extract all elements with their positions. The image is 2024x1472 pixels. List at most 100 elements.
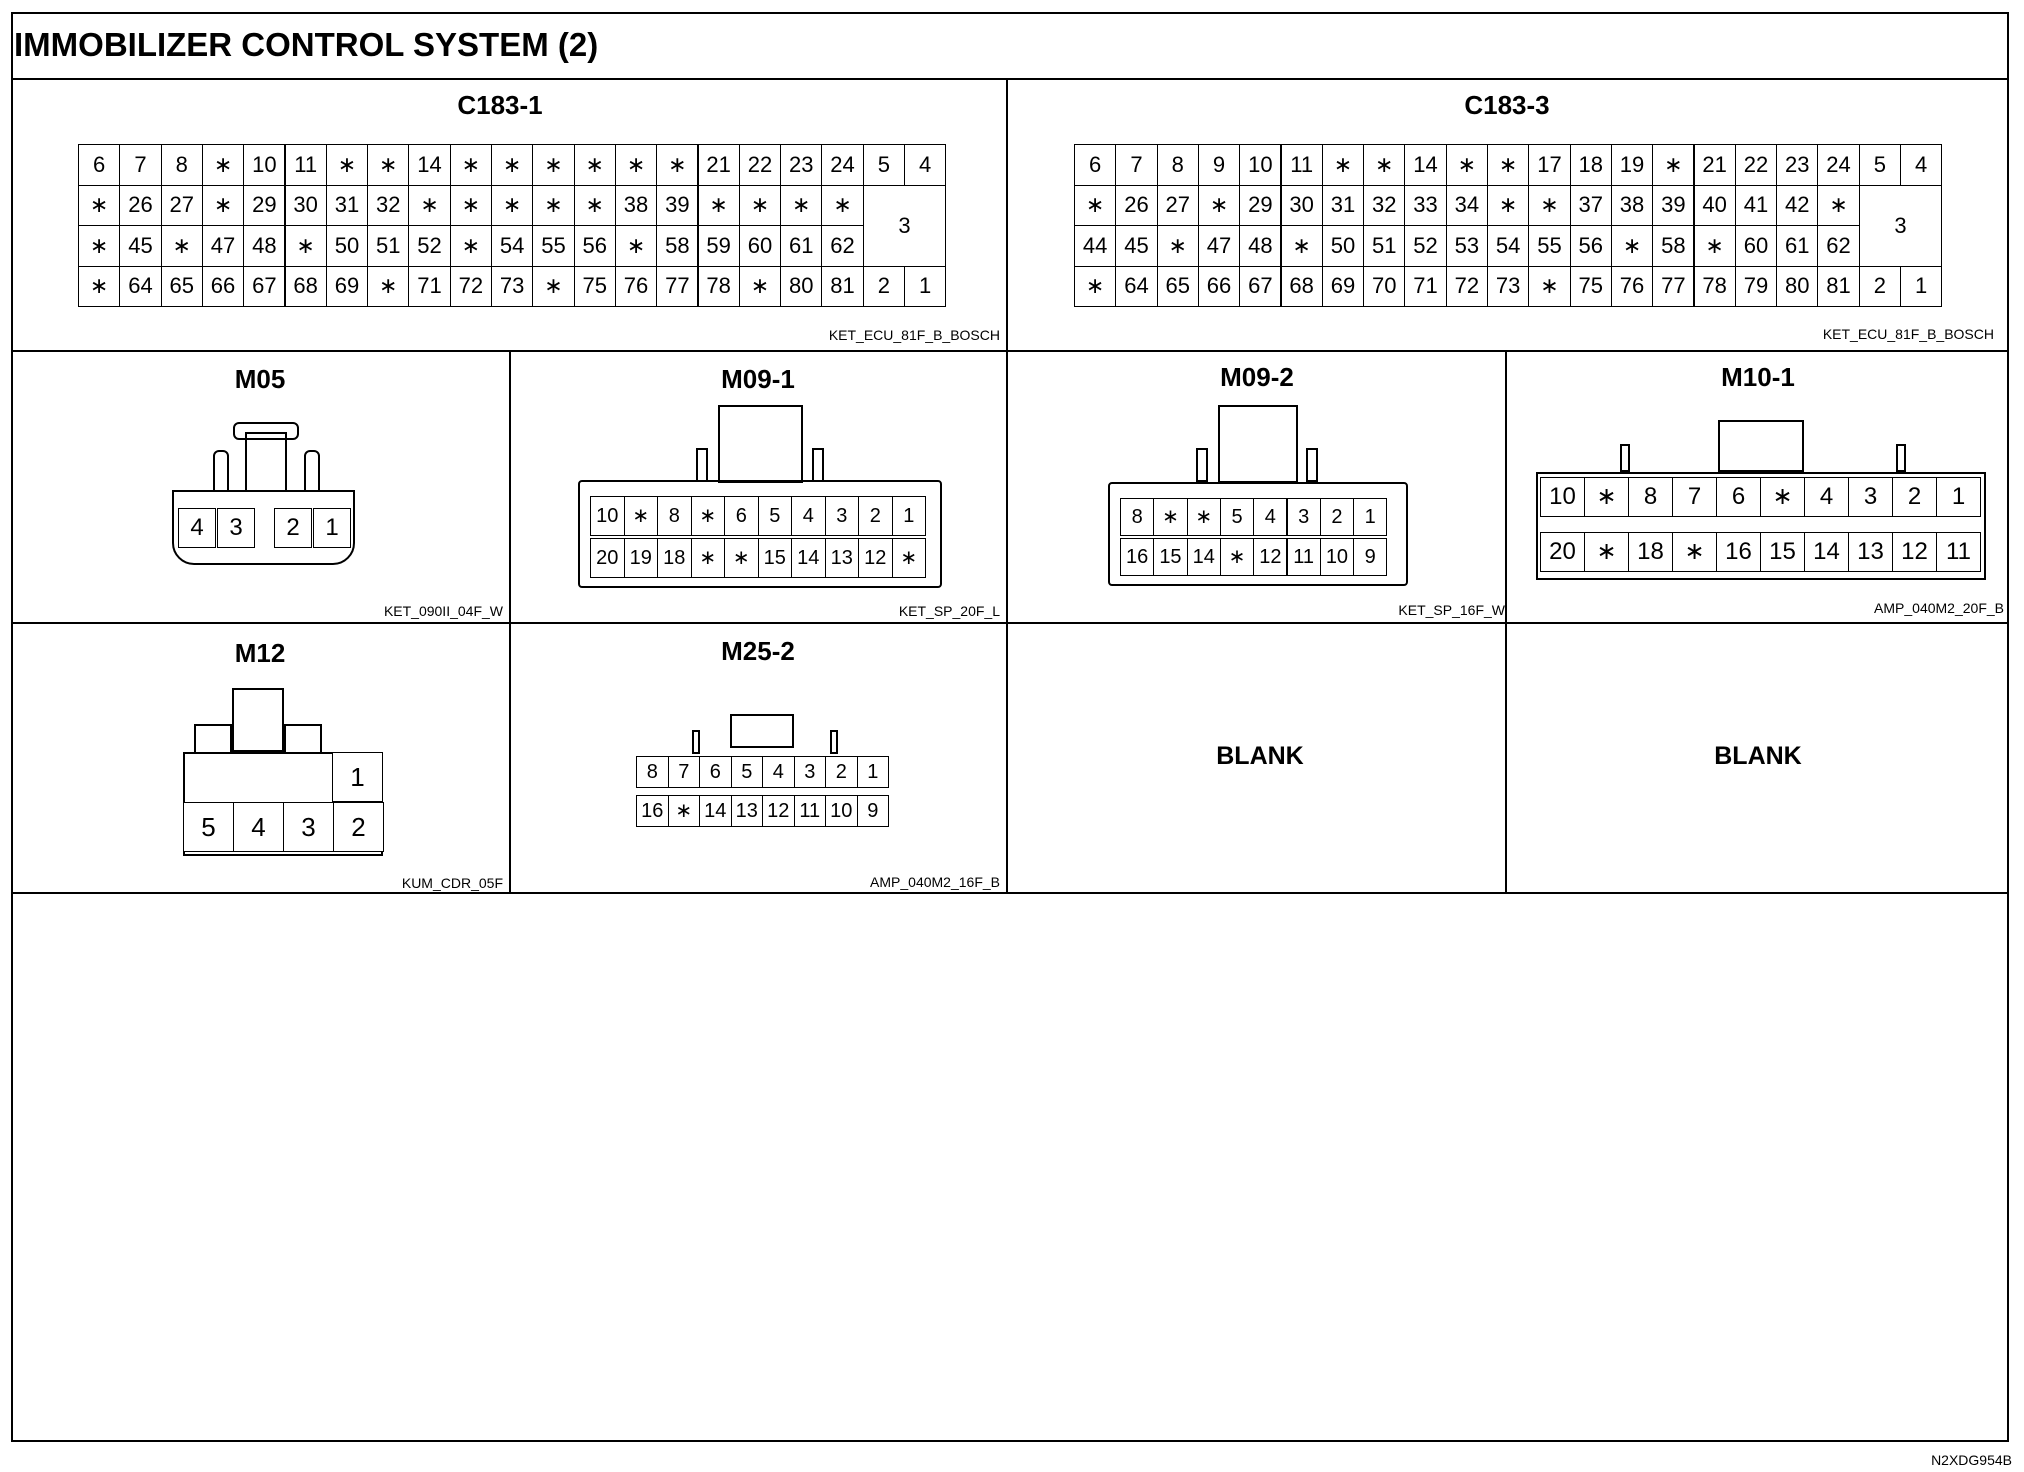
m10-1-pin-r0-c3: 7 <box>1672 477 1717 517</box>
m25-2-header: M25-2 <box>721 636 795 666</box>
m09-2-pin-r0-c7: 1 <box>1353 498 1388 536</box>
c183-3-pin-r1-c5: 30 <box>1280 184 1323 226</box>
c183-3-pin-r1-c10: ∗ <box>1487 184 1530 226</box>
m09-2-pin-r1-c0: 16 <box>1120 538 1155 576</box>
c183-3-pin-rb-c3: 3 <box>1858 184 1943 267</box>
c183-3-pin-r2-c5: ∗ <box>1280 225 1323 267</box>
c183-3-pin-r3-c16: 79 <box>1734 265 1778 307</box>
c183-1-pin-r3-c4: 67 <box>243 265 286 307</box>
m09-1-pin-r1-c1: 19 <box>623 538 658 578</box>
m25-2-pin-r0-c6: 2 <box>825 756 858 788</box>
c183-3-pin-r2-c4: 48 <box>1239 225 1282 267</box>
c183-3-pin-r0-c12: 18 <box>1569 144 1612 186</box>
c183-3-pin-r3-c3: 66 <box>1197 265 1241 307</box>
row-divider-1 <box>11 350 2009 352</box>
m09-2-guide-left <box>1196 448 1208 482</box>
row-divider-3 <box>11 892 2009 894</box>
m09-1-pin-r0-c2: 8 <box>657 496 692 536</box>
c183-3-pin-r0-c8: 14 <box>1404 144 1447 186</box>
c183-1-pin-r2-c15: 59 <box>697 225 740 267</box>
m05-latch-top <box>233 422 299 440</box>
c183-3-pin-r1-c18: ∗ <box>1817 184 1860 226</box>
c183-1-pin-r3-c1: 64 <box>119 265 162 307</box>
c183-1-pin-r2-c4: 48 <box>243 225 286 267</box>
m09-1-pin-r1-c4: ∗ <box>724 538 759 578</box>
m10-1-pin-r0-c2: 8 <box>1628 477 1673 517</box>
m05-pin-r0-c3: 1 <box>313 508 351 548</box>
c183-1-pin-r2-c1: 45 <box>119 225 162 267</box>
c183-1-pin-r2-c7: 51 <box>367 225 410 267</box>
c183-1-header: C183-1 <box>457 90 543 120</box>
row-divider-2 <box>11 622 2009 624</box>
c183-3-pin-r2-c16: 60 <box>1734 225 1778 267</box>
c183-1-pin-r0-c12: ∗ <box>573 144 616 186</box>
m25-2-pin-r0-c7: 1 <box>856 756 889 788</box>
m10-1-pin-r0-c1: ∗ <box>1584 477 1629 517</box>
m09-1-pin-r0-c5: 5 <box>757 496 792 536</box>
c183-3-pin-r0-c3: 9 <box>1197 144 1241 186</box>
title-divider <box>11 78 2009 80</box>
c183-3-pin-r0-c15: 21 <box>1693 144 1736 186</box>
c183-3-pin-r3-c9: 72 <box>1445 265 1488 307</box>
m10-1-pin-r0-c8: 2 <box>1892 477 1937 517</box>
c183-3-pin-r1-c3: ∗ <box>1197 184 1241 226</box>
c183-3-pin-r2-c6: 50 <box>1321 225 1365 267</box>
c183-3-pin-r1-c14: 39 <box>1652 184 1695 226</box>
c183-3-pin-r2-c12: 56 <box>1569 225 1612 267</box>
c183-3-pin-r1-c6: 31 <box>1321 184 1365 226</box>
c183-1-pin-r0-c11: ∗ <box>532 144 575 186</box>
m25-2-pin-r0-c2: 6 <box>699 756 732 788</box>
page-title: IMMOBILIZER CONTROL SYSTEM (2) <box>14 26 599 63</box>
m10-1-pin-r0-c5: ∗ <box>1760 477 1805 517</box>
m09-2-pin-r0-c3: 5 <box>1219 498 1255 536</box>
c183-1-pin-r3-c13: 76 <box>614 265 658 307</box>
c183-3-pin-r2-c1: 45 <box>1115 225 1158 267</box>
c183-1-pin-r1-c18: ∗ <box>821 184 864 226</box>
c183-1-pin-r1-c2: 27 <box>160 184 203 226</box>
m25-2-pin-r0-c0: 8 <box>636 756 669 788</box>
c183-1-pin-r3-c6: 69 <box>325 265 369 307</box>
c183-1-pin-r0-c17: 23 <box>780 144 823 186</box>
c183-3-pin-r3-c10: 73 <box>1487 265 1530 307</box>
m09-1-pin-r1-c8: 12 <box>858 538 893 578</box>
m05-guide-left <box>213 450 229 492</box>
c183-1-pin-r0-c7: ∗ <box>367 144 410 186</box>
c183-1-pin-r1-c11: ∗ <box>532 184 575 226</box>
c183-3-pin-r3-c7: 70 <box>1363 265 1406 307</box>
c183-1-pin-r1-c7: 32 <box>367 184 410 226</box>
c183-1-pin-r2-c3: 47 <box>201 225 245 267</box>
c183-1-pin-r3-c14: 77 <box>656 265 699 307</box>
c183-1-pin-r0-c2: 8 <box>160 144 203 186</box>
c183-3-pin-r0-c0: 6 <box>1074 144 1117 186</box>
c183-1-pin-rb-c3: 3 <box>862 184 947 267</box>
c183-3-pin-r2-c2: ∗ <box>1156 225 1199 267</box>
m05-code: KET_090II_04F_W <box>383 603 503 619</box>
c183-1-pin-r1-c14: 39 <box>656 184 699 226</box>
c183-3-pin-r0-c16: 22 <box>1734 144 1778 186</box>
c183-1-pin-r1-c15: ∗ <box>697 184 740 226</box>
m05-pin-r0-c0: 4 <box>178 508 216 548</box>
m10-1-pin-r1-c2: 18 <box>1628 532 1673 572</box>
m12-header: M12 <box>234 638 286 668</box>
col-divider-center <box>1006 78 1008 893</box>
m09-1-pin-r1-c7: 13 <box>824 538 859 578</box>
c183-1-pin-r2-c8: 52 <box>408 225 451 267</box>
m09-1-pin-r1-c6: 14 <box>791 538 826 578</box>
c183-1-pin-r0-c14: ∗ <box>656 144 699 186</box>
c183-1-pin-r1-c10: ∗ <box>491 184 534 226</box>
m10-1-latch <box>1718 420 1804 472</box>
c183-3-pin-r3-c4: 67 <box>1239 265 1282 307</box>
m09-2-pin-r0-c2: ∗ <box>1186 498 1221 536</box>
m05-latch <box>245 432 287 492</box>
m25-2-pin-r1-c1: ∗ <box>667 795 700 827</box>
c183-1-pin-r0-c9: ∗ <box>449 144 492 186</box>
m25-2-latch <box>730 714 794 748</box>
c183-1-pin-r2-c2: ∗ <box>160 225 203 267</box>
m10-1-pin-r1-c5: 15 <box>1760 532 1805 572</box>
m09-1-pin-r1-c5: 15 <box>757 538 792 578</box>
c183-1-pin-r1-c9: ∗ <box>449 184 492 226</box>
m09-1-pin-r0-c8: 2 <box>858 496 893 536</box>
m09-1-code: KET_SP_20F_L <box>898 603 1000 619</box>
m25-2-pin-r1-c0: 16 <box>636 795 669 827</box>
c183-3-pin-r0-c4: 10 <box>1239 144 1282 186</box>
